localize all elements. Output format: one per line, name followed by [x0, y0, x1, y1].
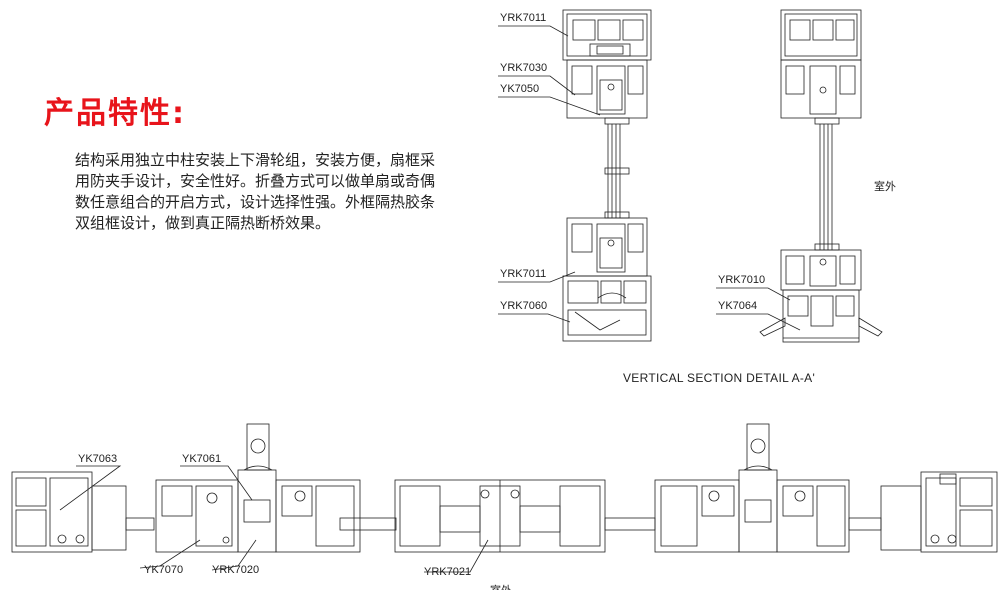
- part-label: YK7061: [182, 453, 222, 465]
- vertical-section-right: [759, 9, 883, 343]
- feature-description: 结构采用独立中柱安装上下滑轮组，安装方便，扇框采 用防夹手设计，安全性好。折叠方…: [75, 150, 505, 234]
- part-label: YRK7020: [212, 564, 260, 576]
- vertical-section-left: [562, 9, 652, 342]
- outside-label: 室外: [874, 180, 896, 193]
- part-label: YK7064: [718, 300, 758, 312]
- part-label: YRK7010: [718, 274, 766, 286]
- part-label: YRK7021: [424, 566, 472, 578]
- page-title: 产品特性:: [44, 96, 186, 131]
- outside-label: 室外: [490, 582, 512, 590]
- description-line: 结构采用独立中柱安装上下滑轮组，安装方便，扇框采: [75, 151, 436, 169]
- horizontal-section: [11, 423, 998, 553]
- part-label: YRK7011: [500, 268, 547, 280]
- description-line: 用防夹手设计，安全性好。折叠方式可以做单扇或奇偶: [75, 172, 436, 190]
- leader-lines-vertical: [498, 25, 801, 331]
- description-line: 双组框设计，做到真正隔热断桥效果。: [75, 214, 331, 232]
- part-label: YRK7060: [500, 300, 548, 312]
- part-label: YK7070: [144, 564, 184, 576]
- part-label: YK7050: [500, 83, 540, 95]
- part-label: YK7063: [78, 453, 118, 465]
- leader-lines-horizontal: [59, 465, 489, 573]
- part-label: YRK7011: [500, 12, 547, 24]
- section-caption: VERTICAL SECTION DETAIL A-A': [623, 371, 816, 385]
- description-line: 数任意组合的开启方式，设计选择性强。外框隔热胶条: [75, 193, 436, 211]
- part-label: YRK7030: [500, 62, 548, 74]
